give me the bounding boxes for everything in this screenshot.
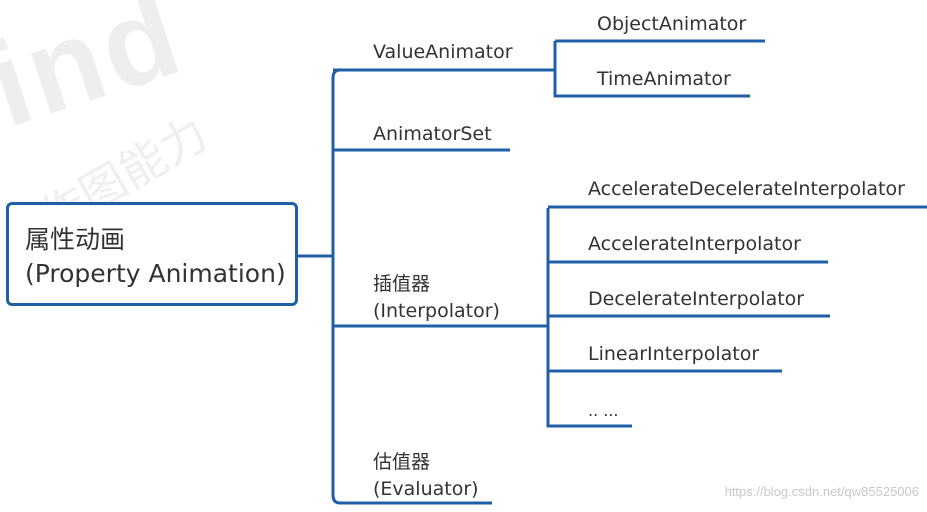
label-objectanimator: ObjectAnimator <box>597 13 747 35</box>
valueanimator-trunk <box>553 39 765 98</box>
label-evaluator-cn: 估值器 <box>373 451 431 473</box>
label-interpolator-en: (Interpolator) <box>373 300 500 322</box>
label-decel: DecelerateInterpolator <box>588 288 805 310</box>
label-animatorset: AnimatorSet <box>373 123 492 145</box>
root-title: 属性动画 <box>25 225 126 254</box>
root-subtitle: (Property Animation) <box>25 259 286 288</box>
label-timeanimator: TimeAnimator <box>597 68 731 90</box>
label-valueanimator: ValueAnimator <box>373 41 513 63</box>
root-node: 属性动画 (Property Animation) <box>6 202 298 306</box>
label-more: .. ... <box>588 401 619 420</box>
label-evaluator-en: (Evaluator) <box>373 478 479 500</box>
watermark-url: https://blog.csdn.net/qw85525006 <box>724 484 919 499</box>
interpolator-trunk <box>546 208 632 428</box>
main-trunk <box>331 68 555 505</box>
label-linear: LinearInterpolator <box>588 343 760 365</box>
label-acceldecel: AccelerateDecelerateInterpolator <box>588 178 905 200</box>
label-interpolator-cn: 插值器 <box>373 273 431 295</box>
label-accel: AccelerateInterpolator <box>588 233 801 255</box>
